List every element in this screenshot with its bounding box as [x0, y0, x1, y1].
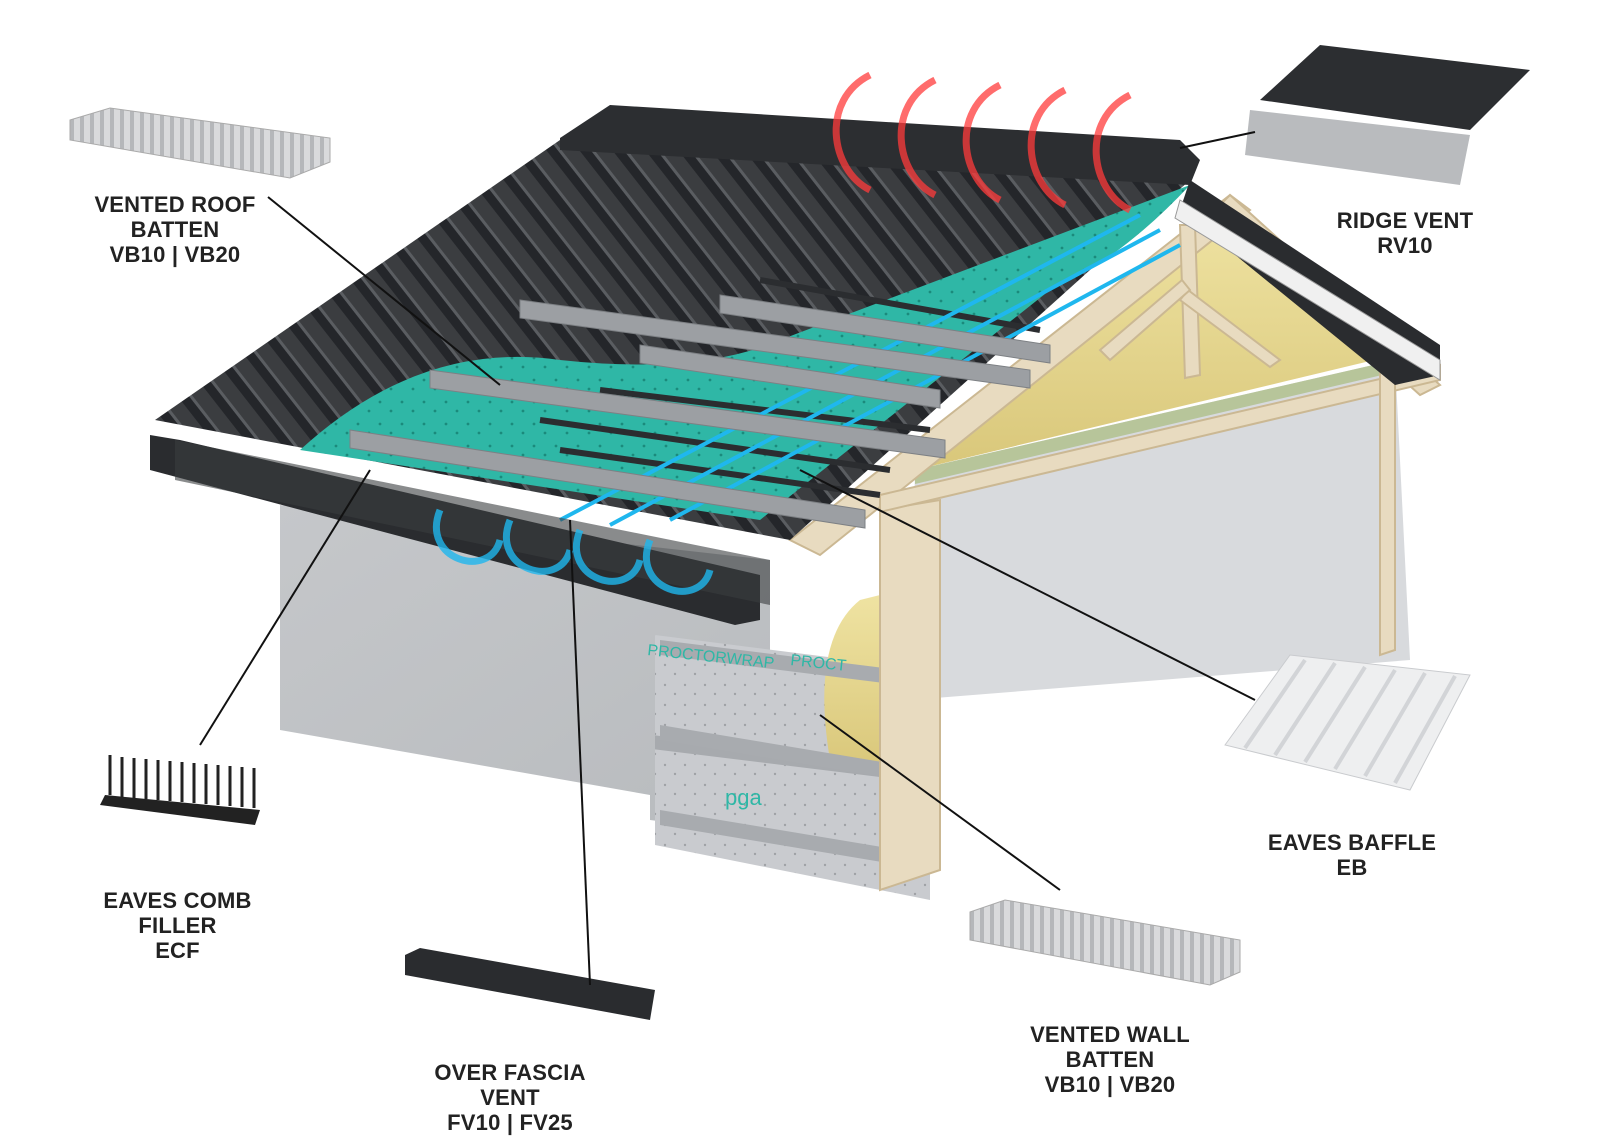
label-eaves-baffle: EAVES BAFFLE EB: [1267, 830, 1437, 880]
leader-over-fascia-vent: [569, 519, 591, 986]
label-eaves-comb-filler: EAVES COMB FILLER ECF: [103, 888, 252, 963]
label-ridge-vent: RIDGE VENT RV10: [1336, 208, 1474, 258]
wall-battens: [660, 640, 900, 865]
roof-battens: [349, 294, 1051, 529]
label-over-fascia-vent: OVER FASCIA VENT FV10 | FV25: [434, 1060, 586, 1135]
roof-membrane: [300, 185, 1190, 520]
vented-wall-batten-product: [969, 899, 1241, 986]
leader-vented-roof-batten: [267, 196, 501, 386]
membrane-text-2: PROCT: [790, 652, 848, 675]
membrane-text-pga: pga: [725, 785, 762, 810]
cool-air-flow: [433, 508, 714, 595]
label-vented-roof-batten: VENTED ROOF BATTEN VB10 | VB20: [94, 192, 256, 267]
label-vented-wall-batten: VENTED WALL BATTEN VB10 | VB20: [1030, 1022, 1190, 1097]
fascia-board-right: [1174, 199, 1441, 381]
warm-air-flow: [832, 71, 1132, 214]
rear-wall: [910, 360, 1410, 700]
leader-eaves-comb-filler: [199, 469, 371, 746]
leader-eaves-baffle: [799, 469, 1256, 701]
over-fascia-vent-product: [405, 948, 655, 1020]
eaves-comb-filler-product: [100, 755, 260, 825]
leader-vented-wall-batten: [819, 714, 1061, 891]
wall-insulation: [824, 595, 880, 770]
ridge-cap: [560, 105, 1200, 185]
leader-ridge-vent: [1179, 131, 1256, 149]
vented-roof-batten-product: [69, 107, 331, 179]
airflow-channels: [559, 213, 1181, 527]
leader-lines: [199, 131, 1256, 986]
fascia-board: [175, 440, 770, 605]
eaves-baffle-product: [1224, 654, 1471, 791]
ridge-vent-product: [1245, 45, 1530, 185]
